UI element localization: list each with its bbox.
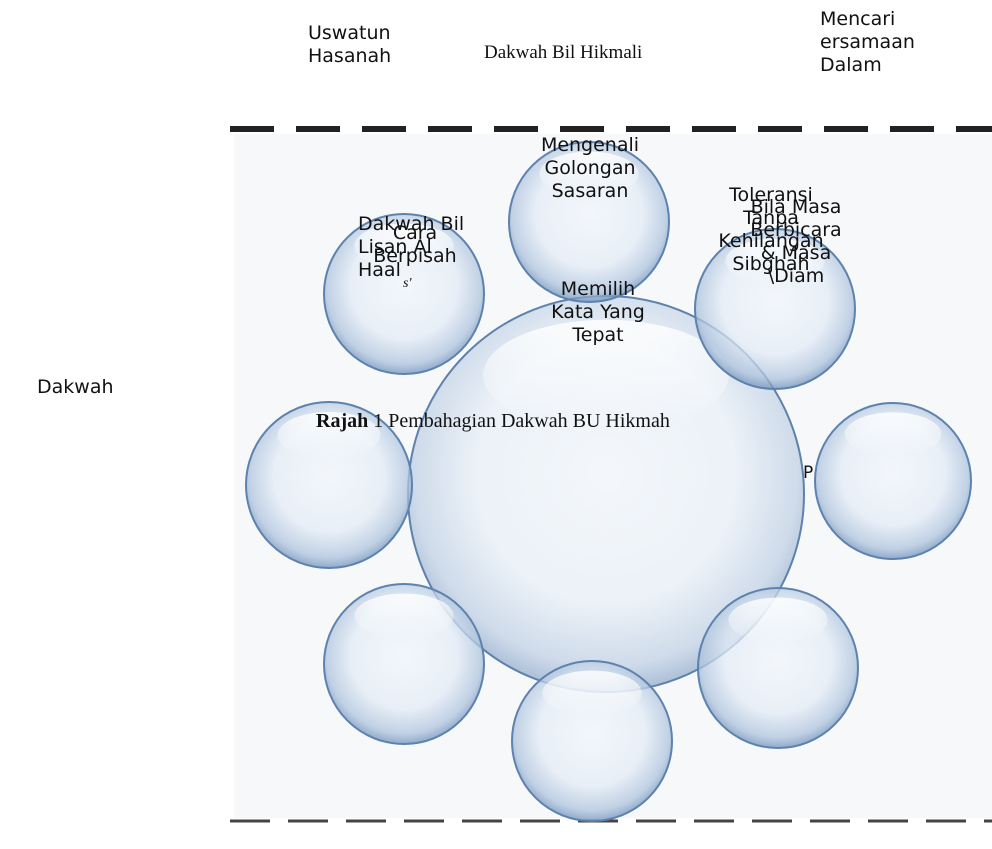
side-label: Dakwah xyxy=(37,376,114,398)
circle-center-label: Memilih Kata Yang Tepat xyxy=(551,278,645,346)
bubble-group xyxy=(245,141,972,822)
bubble-lower-right-highlight xyxy=(728,597,828,643)
figure-caption: Rajah 1 Pembahagian Dakwah BU Hikmah xyxy=(316,410,670,432)
bubble-upper-right-highlight xyxy=(725,238,825,284)
caption-text: 1 Pembahagian Dakwah BU Hikmah xyxy=(368,410,670,432)
bubble-lower-left-highlight xyxy=(354,593,454,639)
bubble-bottom-highlight xyxy=(542,670,642,716)
circle-upper-right-label-a: Toleransi Tanpa Kehilangan Sibghah xyxy=(718,184,824,275)
circle-upper-left-label-b: Cara Berpisah xyxy=(373,222,457,267)
circle-upper-left-mark: s' xyxy=(403,276,412,291)
circle-right-mark: P xyxy=(803,463,814,483)
bubble-left-highlight xyxy=(277,411,381,459)
bubble-right-highlight xyxy=(844,412,942,457)
bubble-top-highlight xyxy=(539,151,639,197)
bubble-upper-left-highlight xyxy=(354,223,454,269)
top-center-label: Dakwah Bil Hikmali xyxy=(484,42,643,63)
top-left-label: Uswatun Hasanah xyxy=(308,22,392,67)
bubble-center-highlight xyxy=(483,319,729,431)
circle-upper-right-label-b: Bila Masa Berbicara & Masa \Diam xyxy=(750,196,842,287)
caption-bold: Rajah xyxy=(316,410,369,432)
top-right-label: Mencari ersamaan Dalam xyxy=(820,8,915,76)
circle-upper-left-label-a: Dakwah Bil Lisan Al Haal xyxy=(358,213,465,281)
circle-top-label: Mengenali Golongan Sasaran xyxy=(540,134,640,202)
